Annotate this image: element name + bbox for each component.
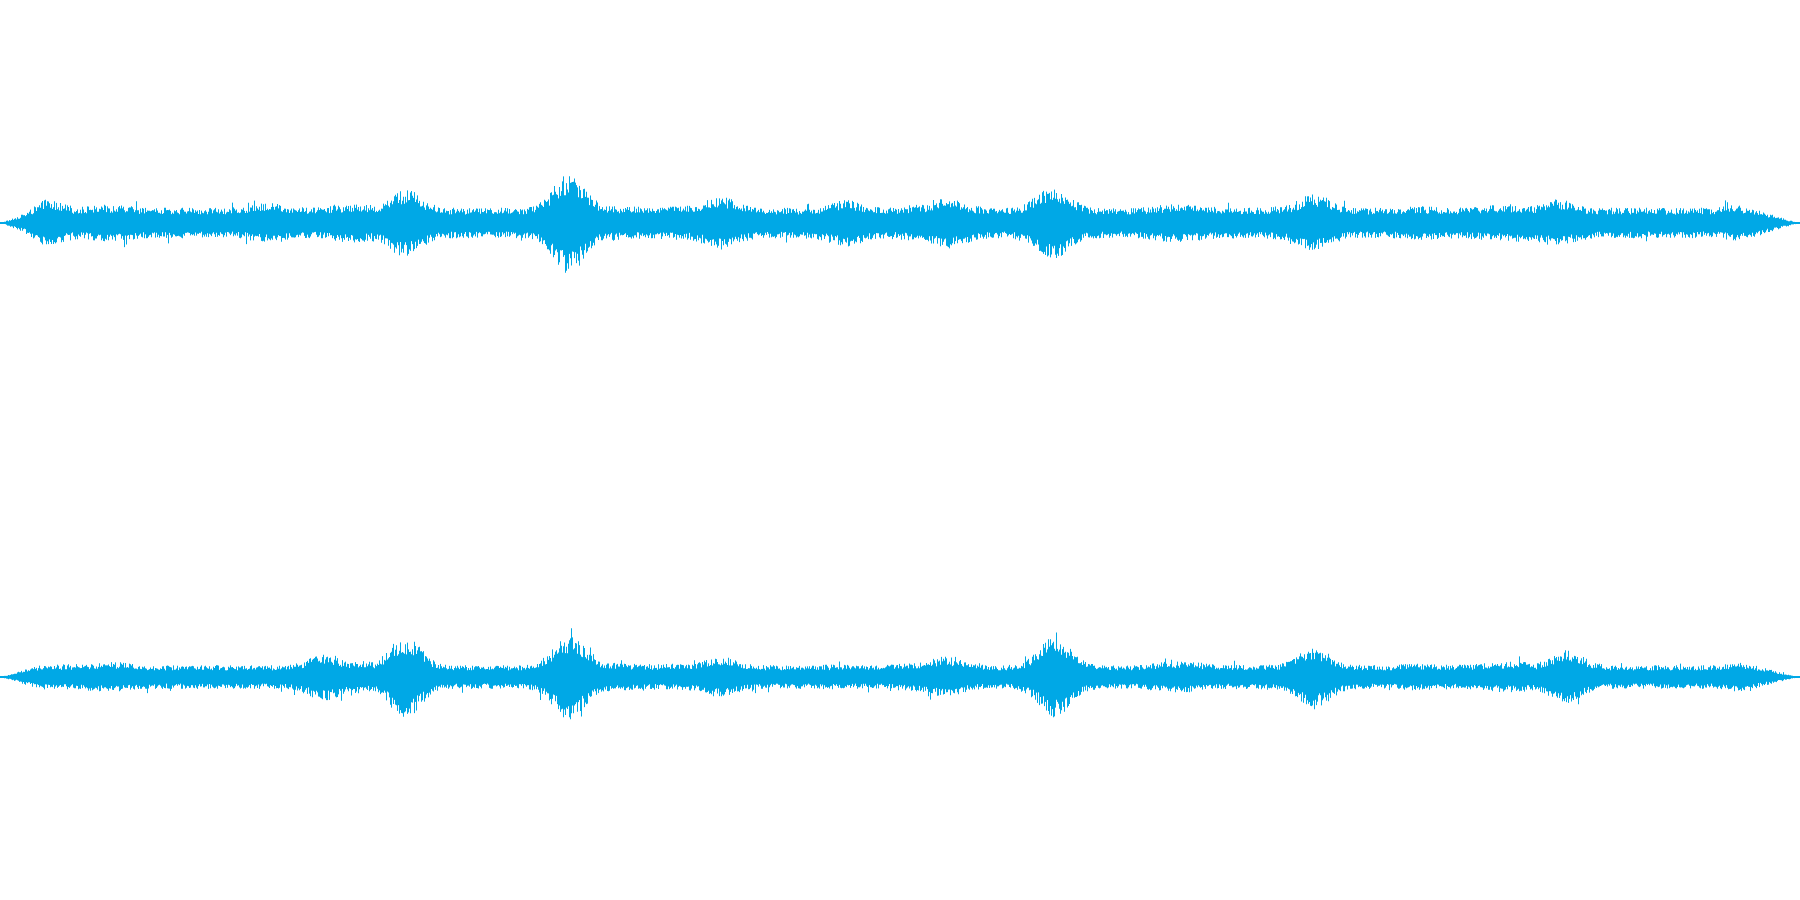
waveform-left-path bbox=[0, 176, 1800, 273]
waveform-left-channel bbox=[0, 176, 1800, 273]
waveform-track-right-channel bbox=[0, 450, 1800, 900]
waveform-right-path bbox=[0, 628, 1800, 720]
waveform-right-channel bbox=[0, 628, 1800, 720]
waveform-track-left-channel bbox=[0, 176, 1800, 273]
